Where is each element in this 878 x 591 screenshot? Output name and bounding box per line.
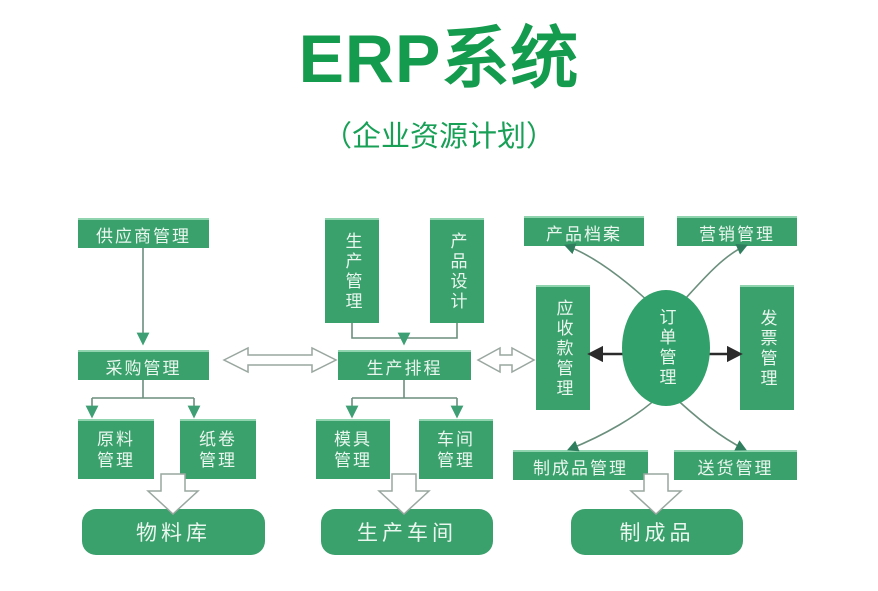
hollow-arrow-to-material-store (146, 473, 200, 516)
box-product-archive[interactable]: 产品档案 (524, 216, 644, 246)
box-label: 制成品管理 (533, 458, 628, 478)
box-label: 营销管理 (699, 224, 775, 244)
line-scheduling-split (352, 380, 457, 399)
box-invoice-management[interactable]: 发票管理 (740, 285, 794, 410)
page-title: ERP系统 (298, 21, 580, 97)
ellipse-label: 订单管理 (656, 308, 676, 388)
box-paper-roll-management[interactable]: 纸卷 管理 (180, 419, 256, 479)
box-label: 纸卷 管理 (199, 429, 237, 470)
box-raw-material-management[interactable]: 原料 管理 (78, 419, 154, 479)
box-purchase-management[interactable]: 采购管理 (78, 350, 209, 380)
box-label: 车间 管理 (437, 429, 475, 470)
line-purchase-split (92, 380, 194, 399)
box-accounts-receivable-management[interactable]: 应收款管理 (536, 285, 590, 410)
box-production-management[interactable]: 生产管理 (325, 218, 379, 323)
box-label: 产品档案 (546, 224, 622, 244)
pill-label: 物料库 (136, 522, 211, 545)
pill-finished-goods[interactable]: 制成品 (571, 509, 743, 555)
box-marketing-management[interactable]: 营销管理 (677, 216, 797, 246)
double-arrow-purchase-scheduling (222, 346, 338, 374)
box-label: 发票管理 (757, 308, 777, 389)
box-finished-goods-management[interactable]: 制成品管理 (513, 450, 648, 480)
box-label: 采购管理 (105, 358, 182, 378)
box-label: 产品设计 (447, 231, 467, 312)
pill-label: 制成品 (619, 522, 695, 545)
line-design-down (404, 323, 458, 339)
box-label: 送货管理 (697, 458, 774, 478)
box-label: 供应商管理 (96, 226, 191, 246)
hollow-arrow-to-production-workshop (377, 473, 431, 516)
box-production-scheduling[interactable]: 生产排程 (338, 350, 471, 380)
box-label: 应收款管理 (553, 298, 573, 399)
box-workshop-management[interactable]: 车间 管理 (419, 419, 493, 479)
pill-production-workshop[interactable]: 生产车间 (321, 509, 493, 555)
box-mold-management[interactable]: 模具 管理 (316, 419, 390, 479)
page-subtitle: （企业资源计划） (322, 121, 555, 153)
box-label: 模具 管理 (334, 429, 372, 470)
pill-label: 生产车间 (357, 522, 457, 545)
box-supplier-management[interactable]: 供应商管理 (78, 218, 209, 248)
ellipse-order-management[interactable]: 订单管理 (622, 290, 710, 406)
box-label: 生产管理 (342, 231, 362, 312)
line-prodmgmt-down (351, 323, 404, 339)
box-product-design[interactable]: 产品设计 (430, 218, 484, 323)
double-arrow-scheduling-orders (476, 346, 536, 374)
pill-material-warehouse[interactable]: 物料库 (82, 509, 265, 555)
box-label: 原料 管理 (97, 429, 135, 470)
hollow-arrow-to-finished-goods (629, 473, 683, 516)
box-delivery-management[interactable]: 送货管理 (674, 450, 797, 480)
box-label: 生产排程 (366, 358, 443, 378)
